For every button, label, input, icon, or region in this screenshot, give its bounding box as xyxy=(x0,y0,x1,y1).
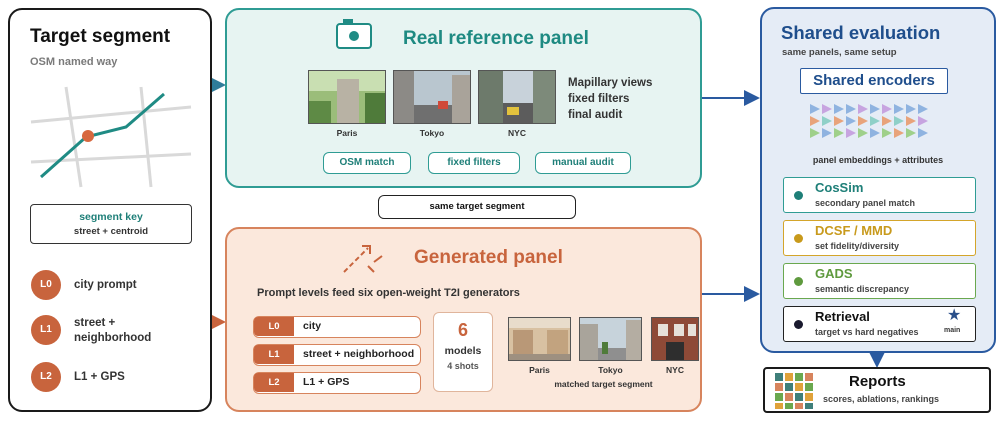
same-target-segment-label: same target segment xyxy=(378,195,576,219)
models-box: 6 models 4 shots xyxy=(433,312,493,392)
level-label-l2: L1 + GPS xyxy=(74,371,125,383)
metric-retrieval-dot xyxy=(794,320,803,329)
gen-caption-tokyo: Tokyo xyxy=(598,365,623,375)
generated-subtitle: Prompt levels feed six open-weight T2I g… xyxy=(257,287,520,299)
models-label: models xyxy=(444,345,482,357)
real-note-audit: final audit xyxy=(568,109,623,121)
real-note-filters: fixed filters xyxy=(568,93,630,105)
real-note-mapillary: Mapillary views xyxy=(568,77,653,89)
segment-key-title: segment key xyxy=(79,211,143,223)
level-badge-l2: L2 xyxy=(31,362,61,392)
gen-row-l0: L0 city xyxy=(253,316,421,338)
level-label-l1: street + neighborhood xyxy=(74,317,152,344)
star-icon: ★ xyxy=(947,307,962,324)
embeddings-label: panel embeddings + attributes xyxy=(812,155,944,165)
metric-cossim: CosSim secondary panel match xyxy=(783,177,976,213)
real-caption-nyc: NYC xyxy=(508,128,526,138)
real-caption-tokyo: Tokyo xyxy=(419,128,445,138)
metric-cossim-sub: secondary panel match xyxy=(815,198,916,208)
reports-sub: scores, ablations, rankings xyxy=(823,394,940,404)
gen-caption-paris: Paris xyxy=(529,365,550,375)
camera-icon xyxy=(336,19,372,49)
gen-photo-tokyo xyxy=(579,317,642,361)
wand-icon xyxy=(343,245,383,273)
gen-row-l2: L2 L1 + GPS xyxy=(253,372,421,394)
reports-title: Reports xyxy=(849,373,906,390)
gen-caption-nyc: NYC xyxy=(666,365,684,375)
metric-gads: GADS semantic discrepancy xyxy=(783,263,976,299)
metric-gads-sub: semantic discrepancy xyxy=(815,284,910,294)
gen-photo-paris xyxy=(508,317,571,361)
map-sketch-icon xyxy=(30,86,192,188)
metric-retrieval-sub: target vs hard negatives xyxy=(815,327,919,337)
real-photo-paris xyxy=(308,70,386,124)
encoder-tokens-icon xyxy=(810,104,928,138)
segment-key-sub: street + centroid xyxy=(73,226,149,237)
gen-photo-nyc xyxy=(651,317,699,361)
metric-gads-dot xyxy=(794,277,803,286)
gen-photos-caption: matched target segment xyxy=(554,379,653,389)
gen-row-l0-label: city xyxy=(303,320,322,332)
pill-fixed-filters: fixed filters xyxy=(428,152,520,174)
target-segment-panel: Target segment OSM named way segment key… xyxy=(8,8,212,412)
generated-panel-title: Generated panel xyxy=(414,247,563,268)
gen-row-l1-tag: L1 xyxy=(254,345,294,364)
metric-dcsf-name: DCSF / MMD xyxy=(815,223,893,238)
metric-dcsf-sub: set fidelity/diversity xyxy=(815,241,900,251)
eval-subtitle: same panels, same setup xyxy=(782,47,897,58)
metric-cossim-dot xyxy=(794,191,803,200)
metric-retrieval-name: Retrieval xyxy=(815,309,870,324)
real-caption-paris: Paris xyxy=(336,128,358,138)
real-notes: Mapillary views fixed filters final audi… xyxy=(568,75,652,123)
shared-encoders-box: Shared encoders xyxy=(800,68,948,94)
metric-gads-name: GADS xyxy=(815,266,853,281)
pill-manual-audit: manual audit xyxy=(535,152,631,174)
report-grid-icon xyxy=(775,373,813,409)
reports-box: Reports scores, ablations, rankings xyxy=(763,367,991,413)
main-badge: main xyxy=(944,327,961,334)
eval-title: Shared evaluation xyxy=(781,22,941,43)
gen-row-l2-tag: L2 xyxy=(254,373,294,392)
metric-dcsf-dot xyxy=(794,234,803,243)
metric-dcsf-mmd: DCSF / MMD set fidelity/diversity xyxy=(783,220,976,256)
models-count: 6 xyxy=(457,320,468,340)
gen-row-l2-label: L1 + GPS xyxy=(303,376,350,388)
metric-cossim-name: CosSim xyxy=(815,180,864,195)
target-subtitle: OSM named way xyxy=(30,56,118,68)
real-photo-nyc xyxy=(478,70,556,124)
real-photo-tokyo xyxy=(393,70,471,124)
gen-row-l0-tag: L0 xyxy=(254,317,294,336)
pill-osm-match: OSM match xyxy=(323,152,411,174)
gen-row-l1-label: street + neighborhood xyxy=(303,348,415,360)
level-label-l0: city prompt xyxy=(74,279,137,291)
gen-row-l1: L1 street + neighborhood xyxy=(253,344,421,366)
shots-label: 4 shots xyxy=(447,361,479,371)
level-badge-l0: L0 xyxy=(31,270,61,300)
segment-key-box: segment key street + centroid xyxy=(30,204,192,244)
real-panel-title: Real reference panel xyxy=(403,28,589,49)
target-title: Target segment xyxy=(30,26,171,47)
metric-retrieval: Retrieval target vs hard negatives ★ mai… xyxy=(783,306,976,342)
level-badge-l1: L1 xyxy=(31,315,61,345)
